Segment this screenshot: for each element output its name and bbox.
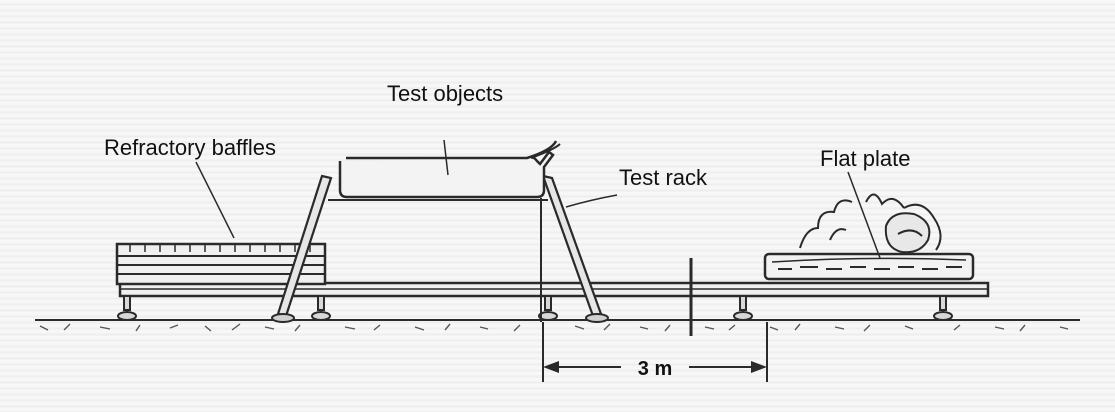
test-rack: [271, 140, 609, 323]
soil-texture: [39, 323, 1069, 332]
label-flat-plate: Flat plate: [820, 146, 911, 171]
fire-flames: [799, 193, 942, 254]
label-refractory-baffles: Refractory baffles: [104, 135, 276, 160]
dimension-arrow-right: [751, 361, 767, 373]
dimension-3m: [542, 322, 768, 382]
label-distance: 3 m: [638, 358, 672, 380]
dimension-arrow-left: [543, 361, 559, 373]
label-test-rack: Test rack: [619, 165, 708, 190]
leader-refractory-baffles: [195, 161, 235, 239]
flat-plate: [763, 252, 975, 281]
leader-lines: [195, 139, 881, 259]
rack-legs: [276, 174, 603, 318]
flat-plate-pattern: [778, 266, 962, 270]
test-object-tray: [338, 150, 555, 199]
floor-rail: [118, 281, 990, 298]
label-test-objects: Test objects: [387, 81, 503, 106]
ground: [35, 319, 1080, 332]
leader-test-rack: [565, 194, 618, 208]
leader-test-objects: [443, 139, 449, 176]
refractory-baffles: [115, 242, 327, 286]
leader-flat-plate: [847, 171, 881, 259]
support-feet: [117, 295, 953, 321]
